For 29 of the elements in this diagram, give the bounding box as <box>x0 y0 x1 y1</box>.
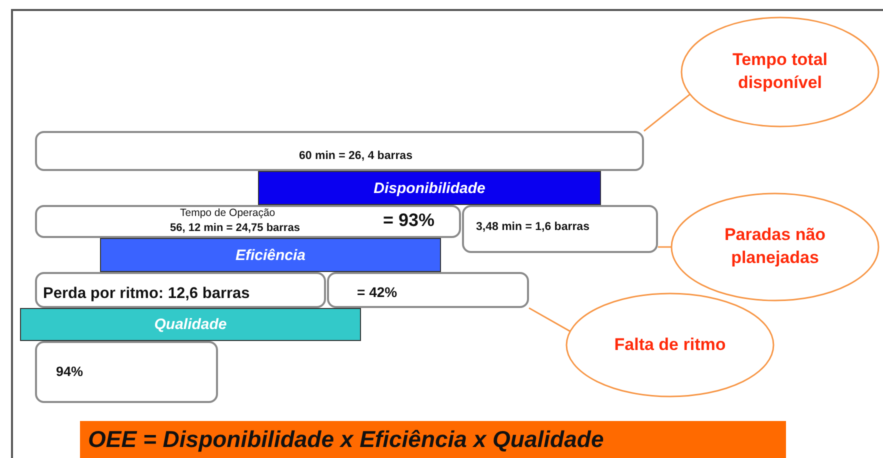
callout-tail <box>644 92 692 132</box>
process-box <box>35 205 461 238</box>
box-text: Tempo de Operação <box>180 207 276 219</box>
callout-bubble <box>680 16 880 128</box>
process-box <box>327 272 529 308</box>
box-text: = 42% <box>357 284 398 300</box>
formula-banner <box>80 421 786 458</box>
box-text: = 93% <box>383 210 435 231</box>
process-box <box>35 341 218 403</box>
bar-label: Eficiência <box>235 246 306 264</box>
box-text: 3,48 min = 1,6 barras <box>476 221 590 233</box>
formula-text: OEE = Disponibilidade x Eficiência x Qualidade <box>88 426 604 453</box>
process-box <box>35 131 644 171</box>
process-box <box>462 205 658 253</box>
process-box <box>35 272 326 308</box>
callout-text: Falta de ritmo <box>614 334 726 356</box>
category-bar <box>258 171 601 205</box>
callout-bubble <box>565 292 775 398</box>
category-bar <box>100 238 441 272</box>
callout-text: Paradas não planejadas <box>723 224 827 269</box>
box-text: Perda por ritmo: 12,6 barras <box>43 285 250 303</box>
category-bar <box>20 308 361 341</box>
bar-label: Qualidade <box>154 316 227 333</box>
callout-bubble <box>670 192 880 302</box>
box-text: 94% <box>56 364 84 379</box>
box-text: 56, 12 min = 24,75 barras <box>170 222 300 234</box>
callout-text: Tempo total disponível <box>731 49 829 94</box>
box-text: 60 min = 26, 4 barras <box>299 150 412 162</box>
bar-label: Disponibilidade <box>374 180 486 196</box>
